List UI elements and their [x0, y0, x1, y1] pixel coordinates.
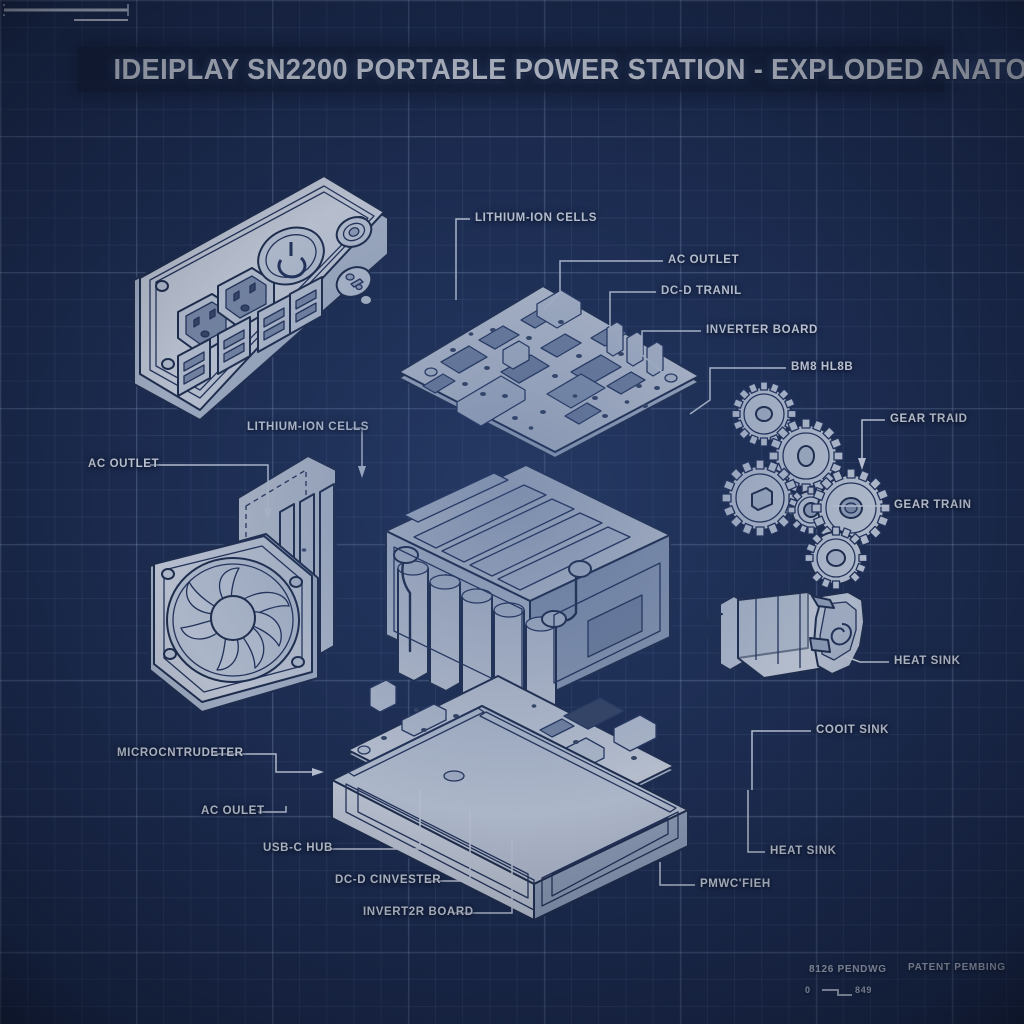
callout-dc-d-tranil: DC-D TRANIL: [661, 285, 742, 297]
battery-pack: [374, 455, 680, 716]
callout-lithium-ion-cells-top: LITHIUM-ION CELLS: [475, 212, 597, 224]
gear-train: [721, 381, 891, 590]
callout-usb-c-hub: USB-C HUB: [263, 842, 333, 854]
callout-ac-outlet-left: AC OUTLET: [88, 458, 160, 470]
callout-invert2r-board: INVERT2R BOARD: [363, 906, 474, 918]
patent-note: PATENT PEMBING: [908, 962, 1006, 973]
callout-cooit-sink: COOIT SINK: [816, 724, 890, 736]
control-panel: [126, 158, 396, 448]
callout-gear-train: GEAR TRAIN: [894, 499, 972, 511]
callout-pmwc-fieh: PMWC'FIEH: [700, 878, 771, 890]
scale-bar-left: [822, 989, 852, 996]
callout-heat-sink-lower: HEAT SINK: [770, 845, 837, 857]
callout-inverter-board-top: INVERTER BOARD: [706, 324, 818, 336]
page-title: IDEIPLAY SN2200 PORTABLE POWER STATION -…: [113, 54, 1024, 86]
callout-ac-oulet-bottom: AC OULET: [201, 805, 265, 817]
callout-lithium-ion-cells-left: LITHIUM-ION CELLS: [247, 421, 369, 433]
callout-ac-outlet-top: AC OUTLET: [668, 254, 740, 266]
callout-microcntrudeter: MICROCNTRUDETER: [117, 747, 244, 759]
motor: [704, 578, 874, 696]
inverter-pcb: [395, 276, 705, 461]
cooling-fan: [144, 530, 334, 720]
revision-note: 8126 PENDWG: [809, 964, 887, 975]
callout-heat-sink-right: HEAT SINK: [894, 655, 961, 667]
scale-start-label: 0: [805, 985, 811, 995]
callout-gear-traid: GEAR TRAID: [890, 413, 968, 425]
scale-bar-right: [3, 4, 129, 21]
callout-bm8-hl8b: BM8 HL8B: [791, 361, 854, 373]
callout-dc-d-cinvester: DC-D CINVESTER: [335, 874, 442, 886]
